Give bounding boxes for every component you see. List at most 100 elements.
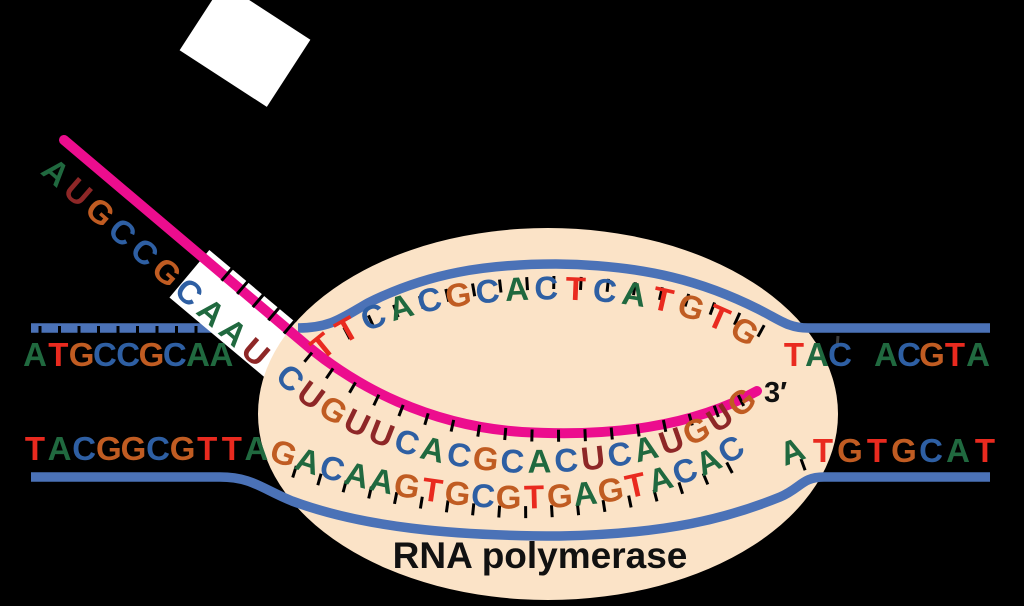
base-pair-tick [736,394,746,407]
base-letter: G [496,478,522,515]
base-letter: A [504,270,530,308]
base-pair-tick [497,505,502,518]
base-pair-tick [372,393,381,407]
base-pair-tick [712,405,720,418]
rna-polymerase-body [258,228,838,600]
base-pair-tick [661,419,668,433]
base-pair-tick [756,324,766,338]
base-letter: C [93,336,117,373]
base-pair-tick [708,301,717,316]
base-pair-tick [316,473,323,486]
base-letter: G [595,470,626,511]
base-letter: G [891,432,917,469]
base-letter: G [837,432,863,469]
base-pair-tick [658,286,664,301]
base-pair-tick [503,427,508,441]
base-letter: C [919,432,943,469]
base-pair-tick [701,472,710,485]
base-letter: C [116,336,140,373]
base-pair-tick [799,458,807,471]
base-letter: C [72,430,96,467]
base-letter: C [163,336,187,373]
base-pair-tick [444,500,450,513]
base-letter: A [23,336,47,373]
base-letter: T [524,478,545,516]
base-pair-tick [476,424,482,437]
base-letter: G [919,336,945,373]
base-letter: A [186,336,210,373]
base-letter: T [867,432,887,469]
base-letter: A [209,336,233,373]
base-letter: G [443,473,473,513]
base-letter: C [828,336,852,373]
base-pair-tick [635,424,641,437]
base-pair-tick [417,295,425,310]
base-pair-tick [348,381,357,394]
base-letter: C [553,441,579,479]
dna-backbone-top-arc [297,259,990,333]
dna-backbones [31,259,990,541]
base-pair-tick [677,481,685,495]
base-letter: U [579,438,607,477]
base-pair-tick [471,283,477,297]
base-pair-tick [267,307,280,322]
base-pair-tick [444,288,451,303]
rna-polymerase-label: RNA polymerase [393,535,688,576]
base-letter: G [471,439,501,479]
base-pair-tick [733,312,742,326]
base-letter: A [946,432,970,469]
base-letter: A [874,336,898,373]
base-letter: T [813,432,833,469]
base-letter: C [500,442,526,480]
base-pair-tick [236,280,249,295]
base-letter: G [170,430,196,467]
dna-backbone-bottom [31,472,990,541]
base-pair-tick [583,429,587,442]
base-letter: G [96,430,122,467]
base-pair-tick [471,503,476,516]
base-pair-tick [392,304,400,318]
base-pair-tick [325,367,335,380]
base-letter: G [69,336,95,373]
base-letter: T [945,336,965,373]
base-pair-tick [605,278,610,292]
base-pair-tick [342,326,352,340]
paper-scrap [179,0,311,107]
base-letter: A [805,336,829,373]
base-pair-tick [579,276,583,290]
three-prime-label: 3′ [764,377,787,409]
base-letter: A [571,474,599,513]
base-letter: A [620,274,649,314]
base-pair-tick [282,320,296,335]
base-letter: A [48,430,72,467]
base-pair-tick [725,461,734,474]
base-letter: C [146,430,170,467]
base-pair-tick [609,427,614,440]
base-pair-tick [367,314,376,328]
base-letter: G [121,430,147,467]
base-pair-tick [418,496,424,509]
base-letter: T [222,430,242,467]
base-pair-tick [449,419,456,432]
base-pair-tick [632,282,637,296]
base-pair-tick [575,503,581,516]
base-letter: A [244,430,268,467]
base-pair-tick [423,412,430,426]
base-pair-tick [652,489,659,502]
base-pair-tick [601,499,607,513]
base-letter: C [470,476,497,515]
base-pair-tick [687,413,694,426]
base-pair-tick [683,293,691,307]
base-letter: G [139,336,165,373]
base-letter: A [966,336,990,373]
base-letter: T [975,432,995,469]
base-letter: C [474,272,501,311]
base-letter: T [48,336,68,373]
base-pair-tick [393,491,399,505]
base-pair-tick [498,279,503,293]
base-letter: T [25,430,45,467]
base-letter: T [565,270,587,308]
base-pair-tick [303,351,314,363]
